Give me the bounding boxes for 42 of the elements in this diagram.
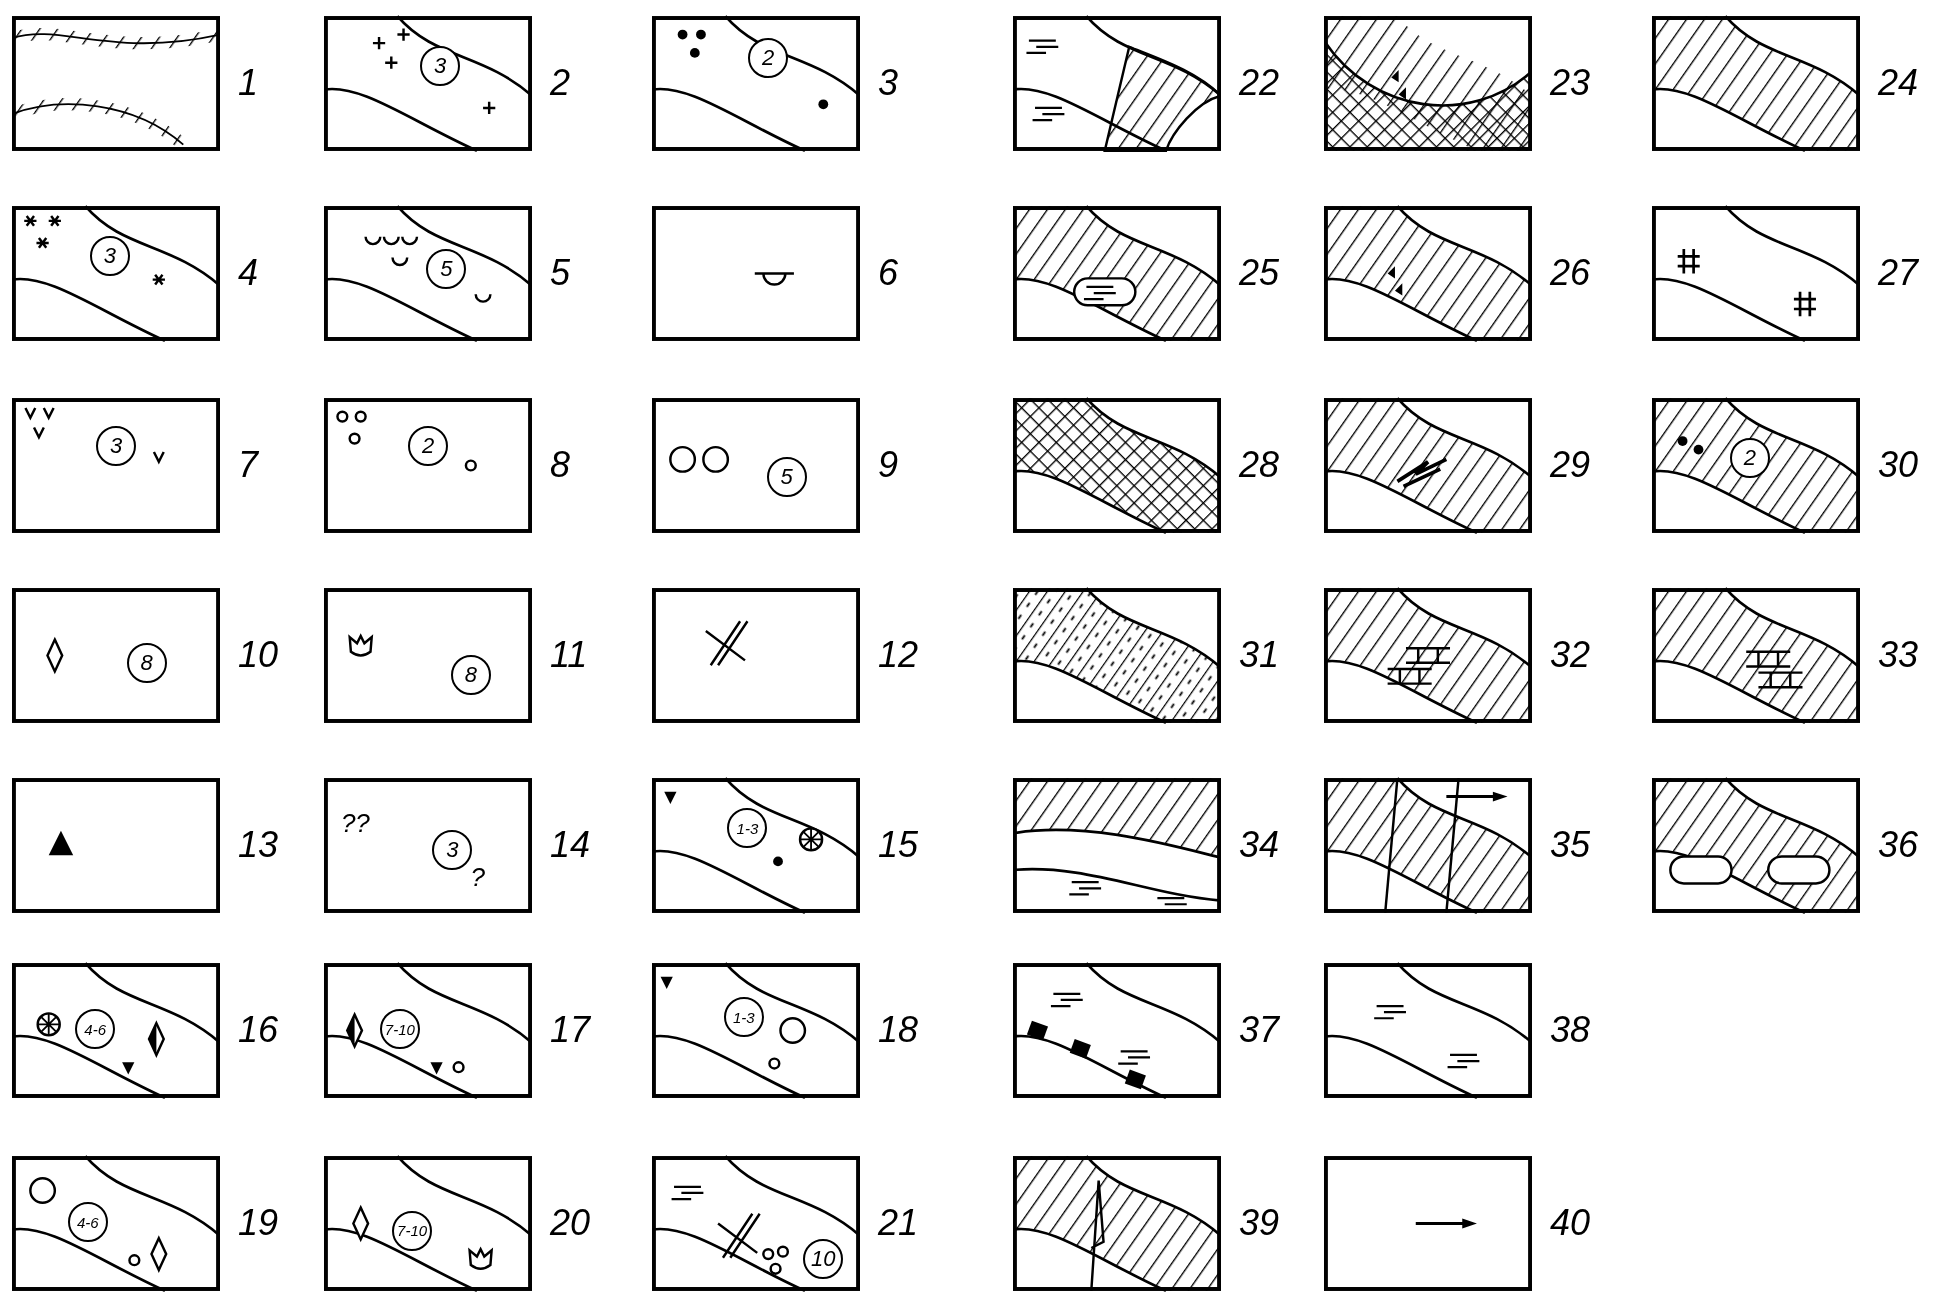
legend-number: 6: [878, 253, 899, 293]
legend-number: 14: [550, 825, 591, 865]
legend-number: 18: [878, 1010, 919, 1050]
legend-number: 21: [878, 1203, 919, 1243]
legend-number: 17: [550, 1010, 591, 1050]
legend-number: 12: [878, 635, 919, 675]
legend-number: 31: [1239, 635, 1280, 675]
legend-number: 38: [1550, 1010, 1591, 1050]
legend-number: 27: [1878, 253, 1919, 293]
legend-number: 33: [1878, 635, 1919, 675]
legend-number: 35: [1550, 825, 1591, 865]
legend-number: 20: [550, 1203, 591, 1243]
question-mark-symbol: ?: [470, 863, 486, 892]
legend-number: 28: [1239, 445, 1280, 485]
legend-number: 25: [1239, 253, 1280, 293]
legend-number: 29: [1550, 445, 1591, 485]
legend-number: 11: [550, 635, 588, 675]
legend-number: 37: [1239, 1010, 1280, 1050]
legend-number: 34: [1239, 825, 1280, 865]
legend-number: 39: [1239, 1203, 1280, 1243]
legend-number: 9: [878, 445, 899, 485]
legend-number: 3: [878, 63, 899, 103]
legend-number: 2: [550, 63, 571, 103]
legend-number: 22: [1239, 63, 1280, 103]
legend-number: 1: [238, 63, 259, 103]
legend-number: 36: [1878, 825, 1919, 865]
legend-number: 8: [550, 445, 571, 485]
legend-number: 13: [238, 825, 279, 865]
legend-number: 26: [1550, 253, 1591, 293]
legend-number: 19: [238, 1203, 279, 1243]
legend-number: 10: [238, 635, 279, 675]
legend-number: 32: [1550, 635, 1591, 675]
legend-number: 15: [878, 825, 919, 865]
legend-number: 40: [1550, 1203, 1591, 1243]
legend-number: 30: [1878, 445, 1919, 485]
legend-number: 4: [238, 253, 259, 293]
legend-number: 7: [238, 445, 259, 485]
legend-number: 5: [550, 253, 571, 293]
question-mark-symbol: ??: [340, 809, 370, 838]
legend-number: 16: [238, 1010, 279, 1050]
legend-number: 23: [1550, 63, 1591, 103]
legend-number: 24: [1878, 63, 1919, 103]
